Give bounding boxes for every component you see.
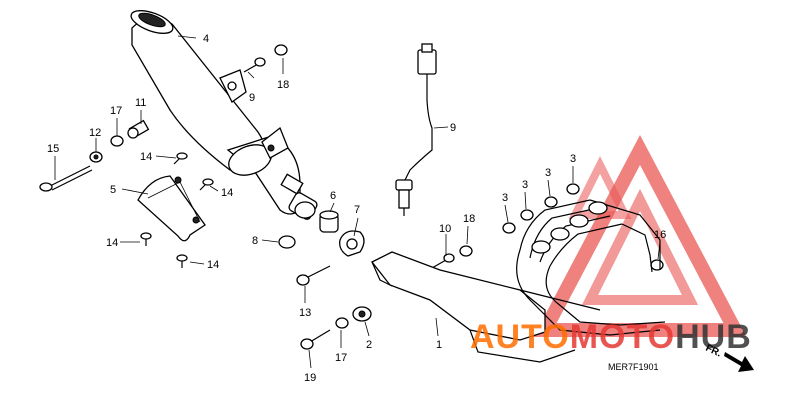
- oxygen-sensor: [395, 43, 437, 216]
- watermark-brand-hub: HUB: [675, 318, 752, 356]
- bolt-15: [39, 165, 93, 192]
- callout-1: 1: [436, 339, 442, 351]
- drawing-code: MER7F1901: [608, 362, 659, 372]
- screw-14-c: [140, 232, 152, 246]
- callout-labels: 4 9 18 11 17 12 15 14 5 14 14 14 8 6 7 9…: [47, 33, 666, 384]
- callout-2: 2: [366, 339, 372, 351]
- watermark-brand-moto: MOTO: [570, 318, 675, 356]
- watermark-brand-auto: AUTO: [470, 318, 570, 356]
- callout-8: 9: [450, 122, 456, 134]
- front-arrow-icon: [724, 352, 754, 372]
- screw-14-a: [173, 152, 188, 165]
- callout-19: 19: [304, 372, 316, 384]
- callout-15: 15: [47, 143, 59, 155]
- gasket-3-a: [502, 222, 516, 234]
- callout-3-c: 3: [545, 167, 551, 179]
- muffler: [130, 10, 318, 220]
- leader-lines: [54, 35, 661, 369]
- bolt-10-lower: [431, 253, 455, 269]
- watermark-triangle-inner: [581, 188, 699, 305]
- watermark-brand-text: AUTOMOTOHUB: [470, 318, 752, 356]
- callout-7: 6: [330, 190, 336, 202]
- band-6: [339, 230, 365, 257]
- callout-10-top: 9: [249, 92, 255, 104]
- muffler-protector: [137, 175, 206, 242]
- callout-6: 7: [354, 204, 360, 216]
- gasket-3-b: [520, 209, 534, 221]
- callout-17-top: 17: [110, 105, 122, 117]
- callout-14-a: 14: [140, 151, 152, 163]
- gasket-3-d: [566, 183, 580, 195]
- screw-14-d: [176, 254, 188, 268]
- gasket-sleeve-7: [319, 210, 339, 233]
- flange-nut-2: [352, 306, 372, 322]
- callout-5: 5: [110, 184, 116, 196]
- watermark-logo: [533, 135, 747, 337]
- bolt-19: [300, 329, 331, 350]
- callout-12: 12: [89, 127, 101, 139]
- screw-14-b: [199, 178, 214, 191]
- callout-14-d: 14: [207, 259, 219, 271]
- watermark-triangle-outer: [533, 135, 747, 337]
- callout-13: 13: [299, 307, 311, 319]
- washer-17-lower: [335, 317, 349, 329]
- svg-text:AUTOMOTOHUB: AUTOMOTOHUB: [470, 318, 752, 356]
- nut-16: [650, 259, 664, 271]
- nut-18-lower: [459, 245, 473, 257]
- callout-18-top: 18: [277, 79, 289, 91]
- flange-bolt-13: [296, 265, 331, 286]
- exhaust-pipe-assembly: [370, 199, 666, 363]
- washer-17: [110, 135, 124, 147]
- rubber-cap-9: [278, 235, 296, 249]
- callout-3-b: 3: [522, 179, 528, 191]
- callout-16: 16: [654, 229, 666, 241]
- callout-14-c: 14: [106, 237, 118, 249]
- callout-17-lower: 17: [335, 352, 347, 364]
- gasket-3-c: [544, 196, 558, 208]
- collar-11: [127, 119, 150, 139]
- callout-4: 4: [203, 33, 209, 45]
- callout-9: 8: [252, 235, 258, 247]
- callout-14-b: 14: [221, 187, 233, 199]
- nut-18-top: [274, 44, 288, 56]
- callout-18-lower: 18: [463, 213, 475, 225]
- bolt-10-top: [243, 57, 266, 73]
- callout-3-a: 3: [502, 192, 508, 204]
- callout-10-lower: 10: [439, 223, 451, 235]
- callout-3-d: 3: [570, 153, 576, 165]
- nut-12-hole: [93, 154, 99, 160]
- watermark-triangle-small: [568, 156, 632, 219]
- callout-11: 11: [135, 97, 146, 109]
